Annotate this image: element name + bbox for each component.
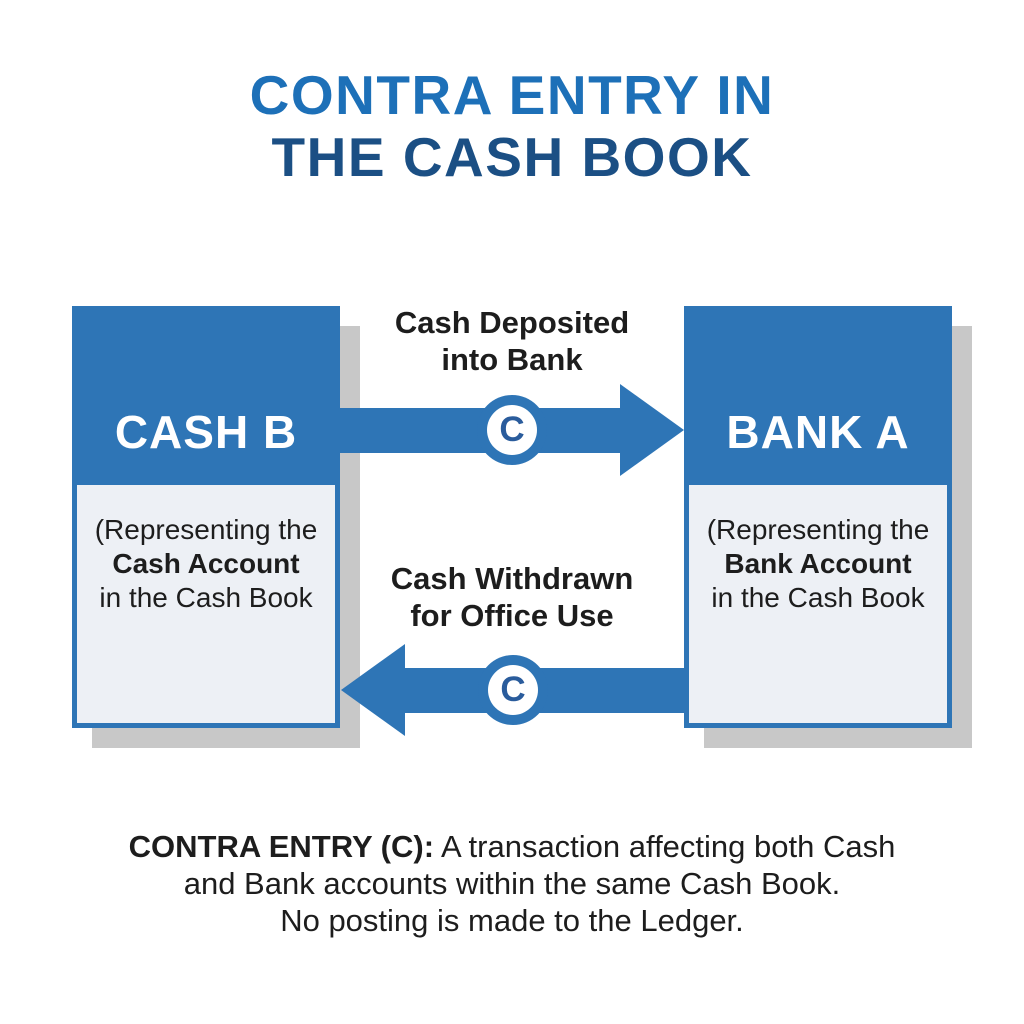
cash-box-body-line-1: (Representing the	[94, 514, 318, 545]
footer-line-1: CONTRA ENTRY (C): A transaction affectin…	[0, 828, 1024, 865]
footer-lead: CONTRA ENTRY (C):	[128, 829, 435, 864]
title-line-2: THE CASH BOOK	[271, 126, 753, 188]
footer-line-1-rest: A transaction affecting both Cash	[434, 829, 896, 864]
cash-box-body-line-3: in the Cash Book	[99, 582, 313, 613]
page-title: CONTRA ENTRY IN THE CASH BOOK	[0, 64, 1024, 188]
contra-c-icon: C	[488, 665, 538, 715]
bank-box-body-line-3: in the Cash Book	[711, 582, 925, 613]
contra-badge-withdraw: C	[478, 655, 548, 725]
title-line-1: CONTRA ENTRY IN	[249, 64, 775, 126]
footer-line-3: No posting is made to the Ledger.	[280, 903, 744, 938]
footer-line-2: and Bank accounts within the same Cash B…	[183, 866, 841, 901]
deposit-arrow-head-icon	[620, 384, 684, 476]
bank-box-body-line-1: (Representing the	[706, 514, 930, 545]
bank-box-header: BANK A	[684, 306, 952, 485]
bank-box-body: (Representing the Bank Account in the Ca…	[684, 485, 952, 728]
deposit-label-line-2: into Bank	[441, 342, 583, 377]
footer-definition: CONTRA ENTRY (C): A transaction affectin…	[0, 828, 1024, 939]
bank-box: BANK A (Representing the Bank Account in…	[684, 306, 952, 728]
withdraw-arrow-label: Cash Withdrawn for Office Use	[0, 560, 1024, 634]
contra-c-icon: C	[487, 405, 537, 455]
cash-box: CASH B (Representing the Cash Account in…	[72, 306, 340, 728]
withdraw-label-line-2: for Office Use	[410, 598, 614, 633]
cash-box-header: CASH B	[72, 306, 340, 485]
deposit-arrow-label: Cash Deposited into Bank	[0, 304, 1024, 378]
bank-box-body-line-2: Bank Account	[724, 548, 912, 579]
deposit-label-line-1: Cash Deposited	[394, 305, 630, 340]
cash-box-body-line-2: Cash Account	[112, 548, 300, 579]
contra-badge-deposit: C	[477, 395, 547, 465]
withdraw-label-line-1: Cash Withdrawn	[390, 561, 634, 596]
cash-box-body: (Representing the Cash Account in the Ca…	[72, 485, 340, 728]
withdraw-arrow-head-icon	[341, 644, 405, 736]
